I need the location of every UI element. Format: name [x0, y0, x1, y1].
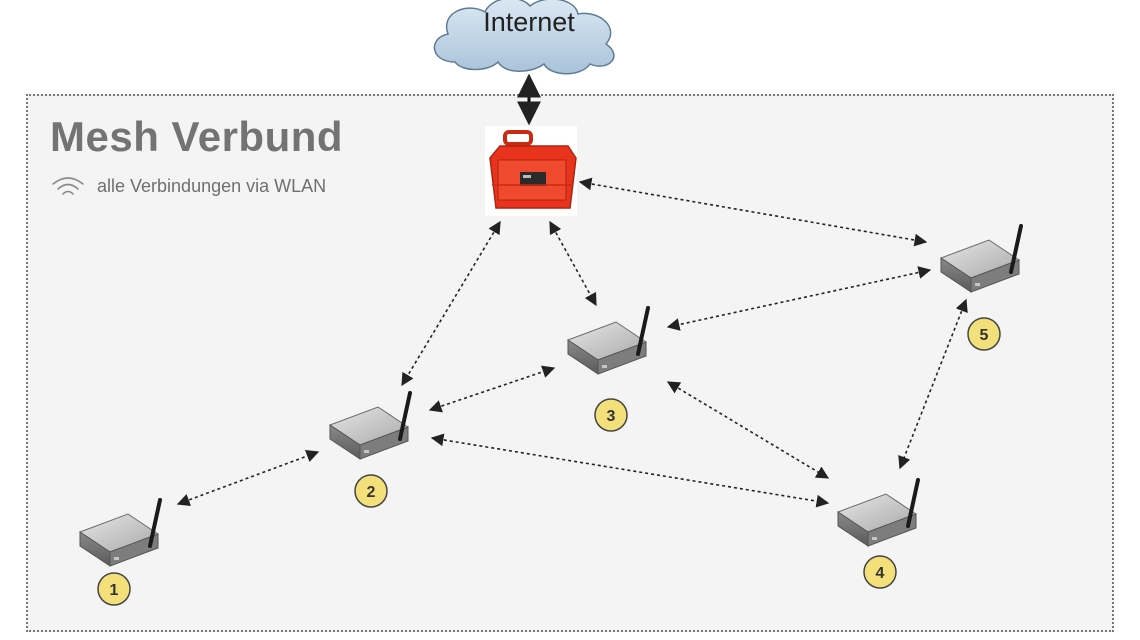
router-node-1-icon — [78, 498, 162, 568]
router-node-3-icon — [566, 306, 650, 376]
router-node-4-icon — [836, 478, 920, 548]
internet-cloud-icon — [433, 0, 615, 75]
link-3-5 — [666, 266, 932, 331]
mesh-title: Mesh Verbund — [50, 113, 344, 160]
node-3-label: 3 — [607, 408, 616, 425]
wifi-icon — [52, 177, 84, 195]
node-badge-4: 4 — [863, 555, 897, 589]
link-4-5 — [898, 298, 968, 470]
link-1-2 — [176, 450, 320, 506]
link-gateway-5 — [578, 177, 928, 247]
node-badge-5: 5 — [967, 317, 1001, 351]
node-badge-1: 1 — [97, 572, 131, 606]
node-badge-2: 2 — [354, 474, 388, 508]
node-2-label: 2 — [367, 484, 376, 501]
node-4-label: 4 — [876, 565, 885, 582]
link-3-4 — [666, 381, 830, 479]
node-1-label: 1 — [110, 582, 119, 599]
link-gateway-2 — [401, 220, 501, 387]
link-gateway-3 — [549, 220, 597, 307]
router-node-5-icon — [939, 224, 1023, 294]
link-2-4 — [430, 433, 830, 508]
mesh-links — [176, 177, 968, 508]
link-2-3 — [428, 365, 556, 413]
internet-label: Internet — [483, 7, 575, 37]
red-case-router-icon — [485, 126, 577, 216]
mesh-subtitle: alle Verbindungen via WLAN — [97, 176, 327, 196]
router-node-2-icon — [328, 391, 412, 461]
node-badge-3: 3 — [594, 398, 628, 432]
node-5-label: 5 — [980, 327, 989, 344]
